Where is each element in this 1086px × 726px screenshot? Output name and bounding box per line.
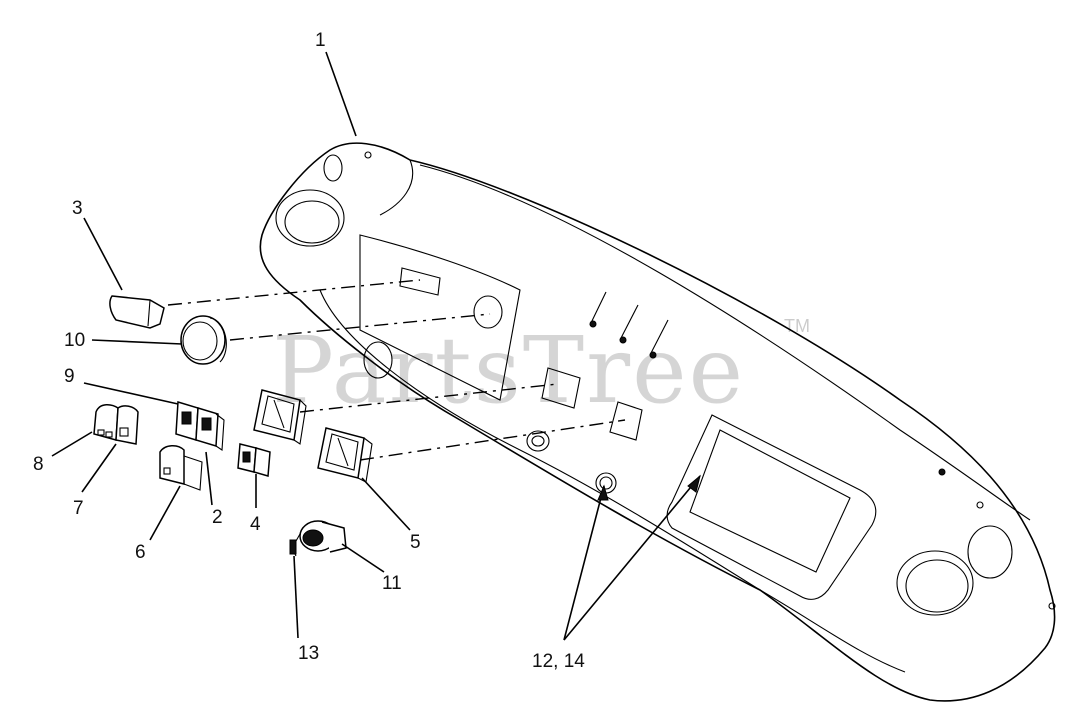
callout-2: 2 [212, 507, 223, 528]
callout-9: 9 [64, 366, 75, 387]
watermark: PartsTree TM [272, 316, 810, 424]
watermark-trademark: TM [784, 316, 810, 336]
round-gauge-part [180, 315, 227, 365]
dashboard-panel [259, 142, 1056, 702]
leader-lines [51, 51, 701, 641]
double-rocker-cover-part [93, 404, 139, 445]
rocker-switch-pair-part [175, 401, 225, 451]
callout-13: 13 [298, 643, 319, 664]
square-bezel-upper-part [253, 389, 307, 445]
single-rocker-part [159, 445, 203, 491]
callout-labels: 1 3 10 9 8 7 6 2 4 5 11 13 12, 14 [33, 30, 585, 672]
callout-12-14: 12, 14 [532, 651, 585, 672]
callout-6: 6 [135, 542, 146, 563]
callout-1: 1 [315, 30, 326, 51]
callout-8: 8 [33, 454, 44, 475]
watermark-text: PartsTree [272, 317, 745, 424]
callout-11: 11 [382, 573, 402, 594]
callout-4: 4 [250, 514, 261, 535]
callout-7: 7 [73, 498, 84, 519]
callout-3: 3 [72, 198, 83, 219]
callout-5: 5 [410, 532, 421, 553]
assembly-lines [167, 279, 626, 461]
ignition-switch-part [289, 520, 347, 557]
lamp-lens-part [109, 295, 165, 329]
square-bezel-lower-part [317, 427, 373, 483]
small-rocker-part [237, 443, 271, 477]
callout-10: 10 [64, 330, 85, 351]
